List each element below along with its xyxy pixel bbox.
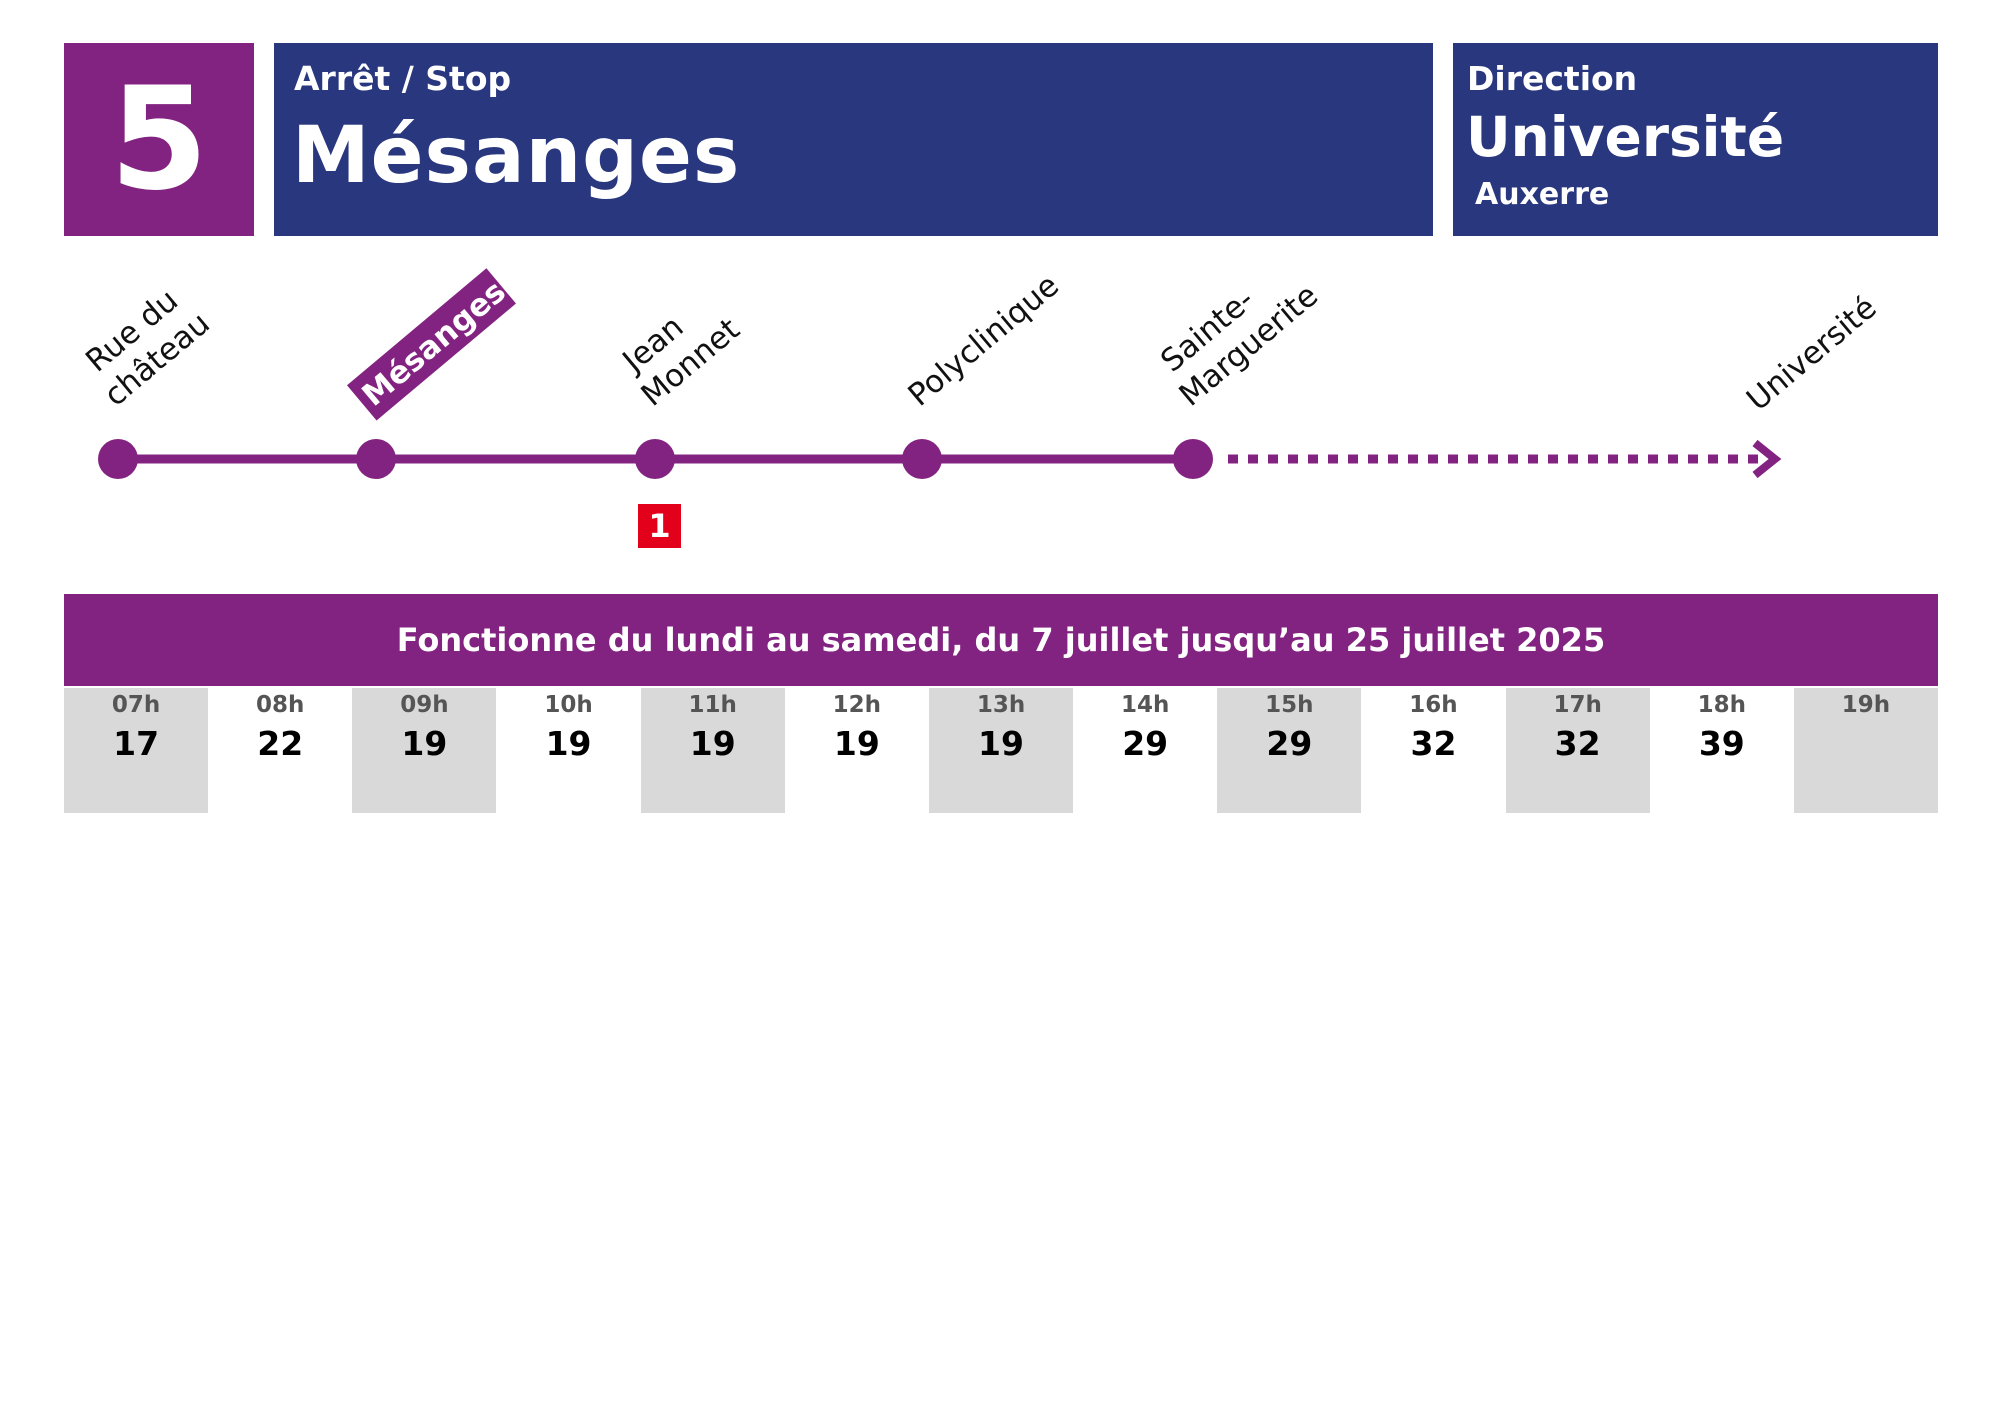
current-stop-highlight [346, 268, 516, 421]
departure-minute: 19 [689, 724, 736, 763]
stop-dot [635, 439, 675, 479]
connection-badge: 1 [638, 504, 681, 548]
stop-dot [356, 439, 396, 479]
hour-label: 18h [1697, 692, 1746, 718]
hour-label: 17h [1553, 692, 1602, 718]
direction-arrow-icon [1752, 439, 1782, 479]
stop-label: Mésanges [346, 268, 516, 421]
stop-dot [98, 439, 138, 479]
departure-minute: 19 [833, 724, 880, 763]
stop-label: Sainte-Marguerite [1154, 277, 1325, 413]
hour-column: 19h [1793, 688, 1939, 813]
direction-city: Auxerre [1475, 177, 1610, 212]
hour-label: 16h [1409, 692, 1458, 718]
hour-label: 10h [544, 692, 593, 718]
hour-label: 08h [256, 692, 305, 718]
departure-minute: 19 [545, 724, 592, 763]
stop-name-line: Mésanges [355, 274, 512, 414]
hour-label: 13h [976, 692, 1026, 718]
departure-minute: 39 [1698, 724, 1745, 763]
hour-label: 12h [832, 692, 882, 718]
hour-label: 14h [1120, 692, 1170, 718]
terminus-label: Université [1740, 290, 1883, 419]
direction-header: Direction Université Auxerre [1453, 43, 1938, 236]
direction-name: Université [1466, 105, 1785, 169]
stop-name-line: Polyclinique [901, 267, 1065, 413]
period-banner: Fonctionne du lundi au samedi, du 7 juil… [64, 594, 1938, 686]
departure-minute: 19 [401, 724, 448, 763]
stop-label: Polyclinique [901, 267, 1065, 413]
hour-label: 07h [111, 692, 161, 718]
stop-name: Mésanges [292, 111, 741, 201]
terminus-name: Université [1740, 290, 1883, 419]
hour-label: 11h [688, 692, 737, 718]
stop-header: Arrêt / Stop Mésanges [274, 43, 1433, 236]
departure-minute: 32 [1410, 724, 1457, 763]
stop-dot [902, 439, 942, 479]
line-number-badge: 5 [64, 43, 254, 236]
departure-minute: 17 [113, 724, 160, 763]
line-number: 5 [109, 56, 209, 222]
hour-label: 15h [1265, 692, 1314, 718]
departure-minute: 29 [1122, 724, 1169, 763]
stop-dot [1173, 439, 1213, 479]
stop-label: Arrêt / Stop [294, 59, 512, 98]
direction-label: Direction [1467, 59, 1638, 98]
departure-minute: 22 [257, 724, 304, 763]
hour-label: 09h [400, 692, 449, 718]
departure-minute: 19 [978, 724, 1024, 763]
departure-minute: 32 [1554, 724, 1601, 763]
departure-minute: 29 [1266, 724, 1313, 763]
hour-label: 19h [1841, 692, 1891, 718]
